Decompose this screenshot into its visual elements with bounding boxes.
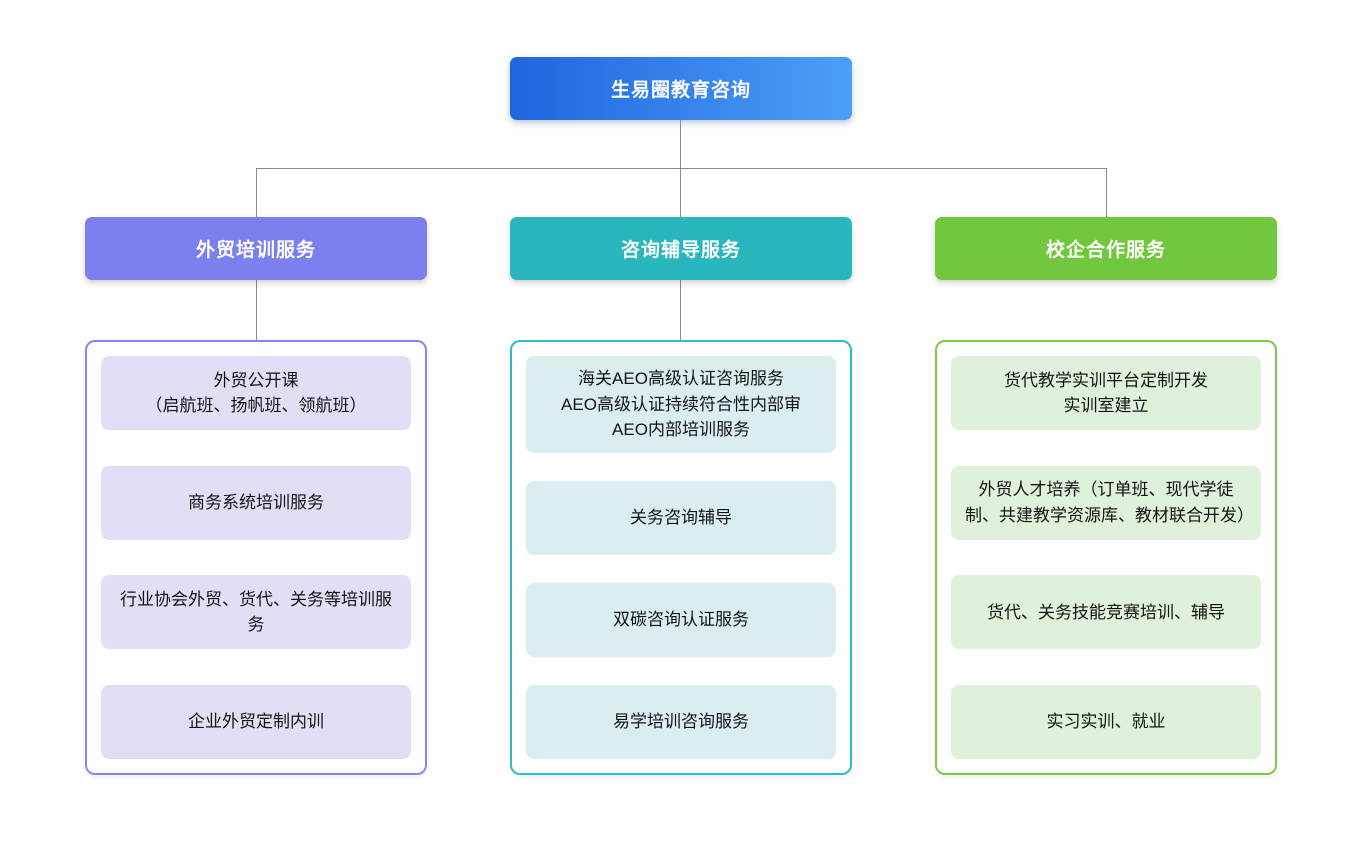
service-chip: 实习实训、就业	[951, 684, 1261, 759]
service-chip-text: 关务咨询辅导	[630, 507, 732, 527]
branch-header-label: 外贸培训服务	[195, 240, 316, 261]
service-chip-text: 实训室建立	[1063, 396, 1149, 415]
service-chip-text: 实习实训、就业	[1046, 712, 1166, 732]
service-chip: 外贸人才培养（订单班、现代学徒制、共建教学资源库、教材联合开发）	[951, 465, 1261, 540]
branch-foreign-trade-training: 外贸培训服务 外贸公开课 （启航班、扬帆班、领航班） 商务系统培训服务 行业协会外…	[85, 217, 427, 775]
root-node-label: 生易圈教育咨询	[610, 80, 751, 101]
branch-header: 咨询辅导服务	[510, 217, 852, 280]
connector-root-drop	[680, 120, 681, 168]
branch-header-label: 咨询辅导服务	[620, 240, 741, 261]
connector-header-children-branch-2	[680, 280, 681, 340]
service-chip-text: 商务系统培训服务	[188, 492, 324, 512]
branch-header-label: 校企合作服务	[1045, 240, 1166, 261]
branch-header: 校企合作服务	[935, 217, 1277, 280]
service-chip: 海关AEO高级认证咨询服务 AEO高级认证持续符合性内部审 AEO内部培训服务	[526, 356, 836, 453]
connector-drop-branch-3	[1106, 168, 1107, 217]
service-chip-text: 海关AEO高级认证咨询服务	[578, 369, 784, 388]
service-chip: 商务系统培训服务	[101, 465, 411, 540]
service-chip-text: 易学培训咨询服务	[613, 712, 749, 732]
connector-horizontal	[256, 168, 1107, 169]
service-chip: 行业协会外贸、货代、关务等培训服务	[101, 575, 411, 650]
connector-drop-branch-1	[256, 168, 257, 217]
branch-header: 外贸培训服务	[85, 217, 427, 280]
service-chip-text: 货代教学实训平台定制开发	[1004, 370, 1208, 390]
branch-children-container: 货代教学实训平台定制开发实训室建立 外贸人才培养（订单班、现代学徒制、共建教学资…	[935, 340, 1277, 775]
service-chip: 货代、关务技能竞赛培训、辅导	[951, 575, 1261, 650]
service-chip-text: 行业协会外贸、货代、关务等培训服务	[120, 589, 392, 635]
branch-consulting-coaching: 咨询辅导服务 海关AEO高级认证咨询服务 AEO高级认证持续符合性内部审 AEO内部…	[510, 217, 852, 775]
service-chip-text: AEO高级认证持续符合性内部审	[561, 394, 801, 414]
service-chip-text: 企业外贸定制内训	[188, 712, 324, 732]
service-chip: 货代教学实训平台定制开发实训室建立	[951, 356, 1261, 430]
service-chip-text: 货代、关务技能竞赛培训、辅导	[987, 602, 1225, 622]
service-chip-text: （启航班、扬帆班、领航班）	[145, 396, 367, 415]
connector-header-children-branch-1	[256, 280, 257, 340]
service-chip-text: 外贸公开课	[213, 370, 299, 390]
service-chip: 外贸公开课 （启航班、扬帆班、领航班）	[101, 356, 411, 430]
service-chip-text: AEO内部培训服务	[612, 420, 750, 439]
service-chip: 企业外贸定制内训	[101, 684, 411, 759]
connector-drop-branch-2	[680, 168, 681, 217]
branch-school-enterprise-cooperation: 校企合作服务 货代教学实训平台定制开发实训室建立 外贸人才培养（订单班、现代学徒…	[935, 217, 1277, 775]
branch-children-container: 外贸公开课 （启航班、扬帆班、领航班） 商务系统培训服务 行业协会外贸、货代、关务…	[85, 340, 427, 775]
service-chip: 关务咨询辅导	[526, 480, 836, 555]
service-chip-text: 双碳咨询认证服务	[613, 610, 749, 630]
service-chip: 易学培训咨询服务	[526, 684, 836, 759]
service-chip-text: 外贸人才培养（订单班、现代学徒制、共建教学资源库、教材联合开发）	[965, 480, 1254, 525]
root-node: 生易圈教育咨询	[510, 57, 852, 120]
branch-children-container: 海关AEO高级认证咨询服务 AEO高级认证持续符合性内部审 AEO内部培训服务 关务…	[510, 340, 852, 775]
service-chip: 双碳咨询认证服务	[526, 582, 836, 657]
